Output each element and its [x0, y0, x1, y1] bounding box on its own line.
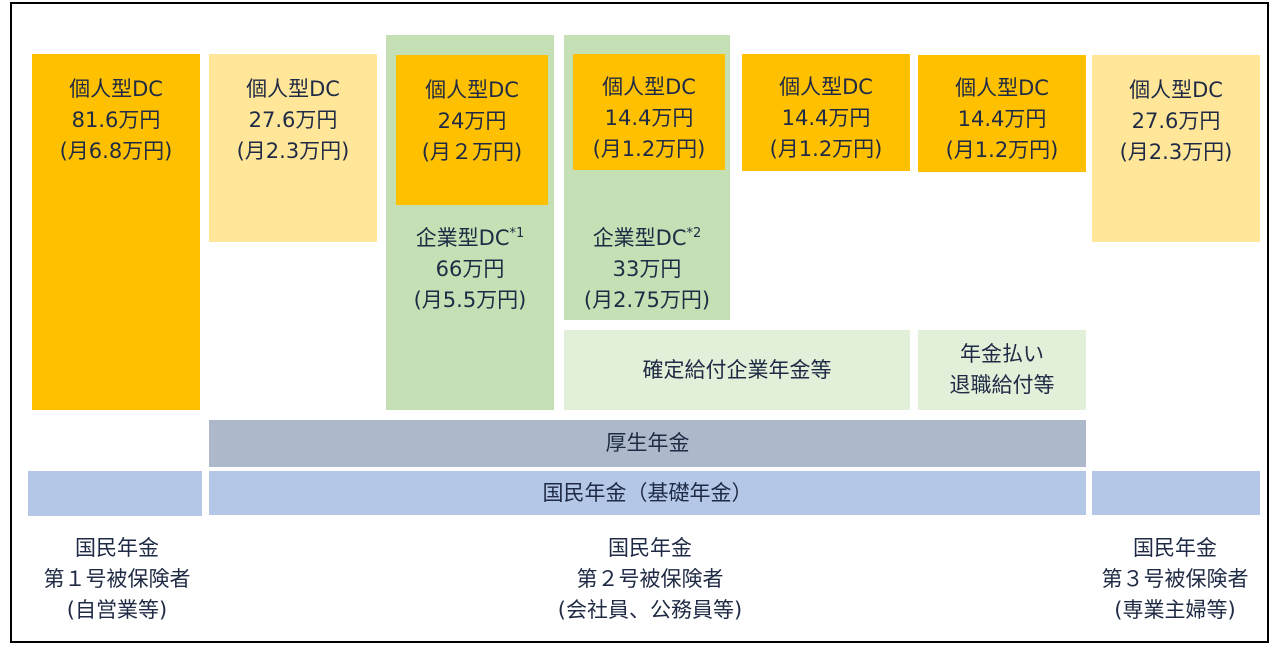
ideco-box-col5: 個人型DC 14.4万円 (月1.2万円) [742, 54, 910, 171]
ideco-annual: 14.4万円 [604, 106, 694, 130]
pension-payout-line1: 年金払い [960, 342, 1044, 366]
corporate-dc-box-col3: 個人型DC 24万円 (月２万円) 企業型DC*1 66万円 (月5.5万円) [386, 35, 554, 410]
ideco-name: 個人型DC [246, 77, 340, 101]
ideco-annual: 27.6万円 [248, 108, 338, 132]
ideco-monthly: (月2.3万円) [236, 139, 350, 163]
footer-label-type3: 国民年金 第３号被保険者 (専業主婦等) [1101, 536, 1249, 622]
ideco-box-col3: 個人型DC 24万円 (月２万円) [396, 55, 548, 205]
ideco-monthly: (月1.2万円) [945, 138, 1059, 162]
pension-payout-line2: 退職給付等 [949, 373, 1055, 397]
footer-label-type1: 国民年金 第１号被保険者 (自営業等) [43, 536, 191, 622]
ideco-box-col2: 個人型DC 27.6万円 (月2.3万円) [209, 54, 377, 242]
corporate-dc-name: 企業型DC*1 [415, 226, 525, 250]
ideco-name: 個人型DC [425, 78, 519, 102]
defined-benefit-label: 確定給付企業年金等 [642, 357, 832, 382]
ideco-name: 個人型DC [602, 75, 696, 99]
ideco-monthly: (月２万円) [421, 140, 523, 164]
ideco-box-col4: 個人型DC 14.4万円 (月1.2万円) [573, 54, 725, 170]
ideco-monthly: (月6.8万円) [59, 139, 173, 163]
kokumin-nenkin-bar-left [28, 471, 202, 516]
ideco-box-col6: 個人型DC 14.4万円 (月1.2万円) [918, 55, 1086, 172]
kosei-nenkin-bar: 厚生年金 [209, 420, 1086, 467]
corporate-dc-box-col4: 個人型DC 14.4万円 (月1.2万円) 企業型DC*2 33万円 (月2.7… [564, 35, 730, 320]
ideco-name: 個人型DC [69, 77, 163, 101]
corporate-dc-monthly: (月5.5万円) [413, 288, 527, 312]
footnote-marker: *1 [509, 226, 525, 241]
ideco-annual: 81.6万円 [71, 108, 161, 132]
ideco-monthly: (月1.2万円) [592, 137, 706, 161]
ideco-annual: 14.4万円 [781, 106, 871, 130]
ideco-name: 個人型DC [955, 76, 1049, 100]
ideco-annual: 27.6万円 [1131, 109, 1221, 133]
kokumin-nenkin-bar-right [1092, 471, 1260, 515]
ideco-annual: 24万円 [437, 109, 507, 133]
kokumin-nenkin-label: 国民年金（基礎年金） [542, 480, 753, 505]
corporate-dc-text-col3: 企業型DC*1 66万円 (月5.5万円) [386, 223, 554, 316]
corporate-dc-text-col4: 企業型DC*2 33万円 (月2.75万円) [564, 223, 730, 316]
footnote-marker: *2 [686, 226, 702, 241]
kokumin-nenkin-bar: 国民年金（基礎年金） [209, 471, 1086, 515]
footer-label-type2: 国民年金 第２号被保険者 (会社員、公務員等) [557, 536, 743, 622]
ideco-name: 個人型DC [779, 75, 873, 99]
ideco-annual: 14.4万円 [957, 107, 1047, 131]
ideco-box-col7: 個人型DC 27.6万円 (月2.3万円) [1092, 55, 1260, 242]
corporate-dc-monthly: (月2.75万円) [583, 288, 711, 312]
ideco-name: 個人型DC [1129, 78, 1223, 102]
ideco-monthly: (月1.2万円) [769, 137, 883, 161]
ideco-monthly: (月2.3万円) [1119, 140, 1233, 164]
diagram-frame [10, 2, 1269, 643]
corporate-dc-annual: 66万円 [435, 257, 505, 281]
corporate-dc-annual: 33万円 [612, 257, 682, 281]
pension-payout-box: 年金払い 退職給付等 [918, 330, 1086, 410]
defined-benefit-box: 確定給付企業年金等 [564, 330, 910, 410]
corporate-dc-name: 企業型DC*2 [592, 226, 702, 250]
kosei-nenkin-label: 厚生年金 [605, 431, 690, 455]
ideco-box-col1: 個人型DC 81.6万円 (月6.8万円) [32, 54, 200, 410]
